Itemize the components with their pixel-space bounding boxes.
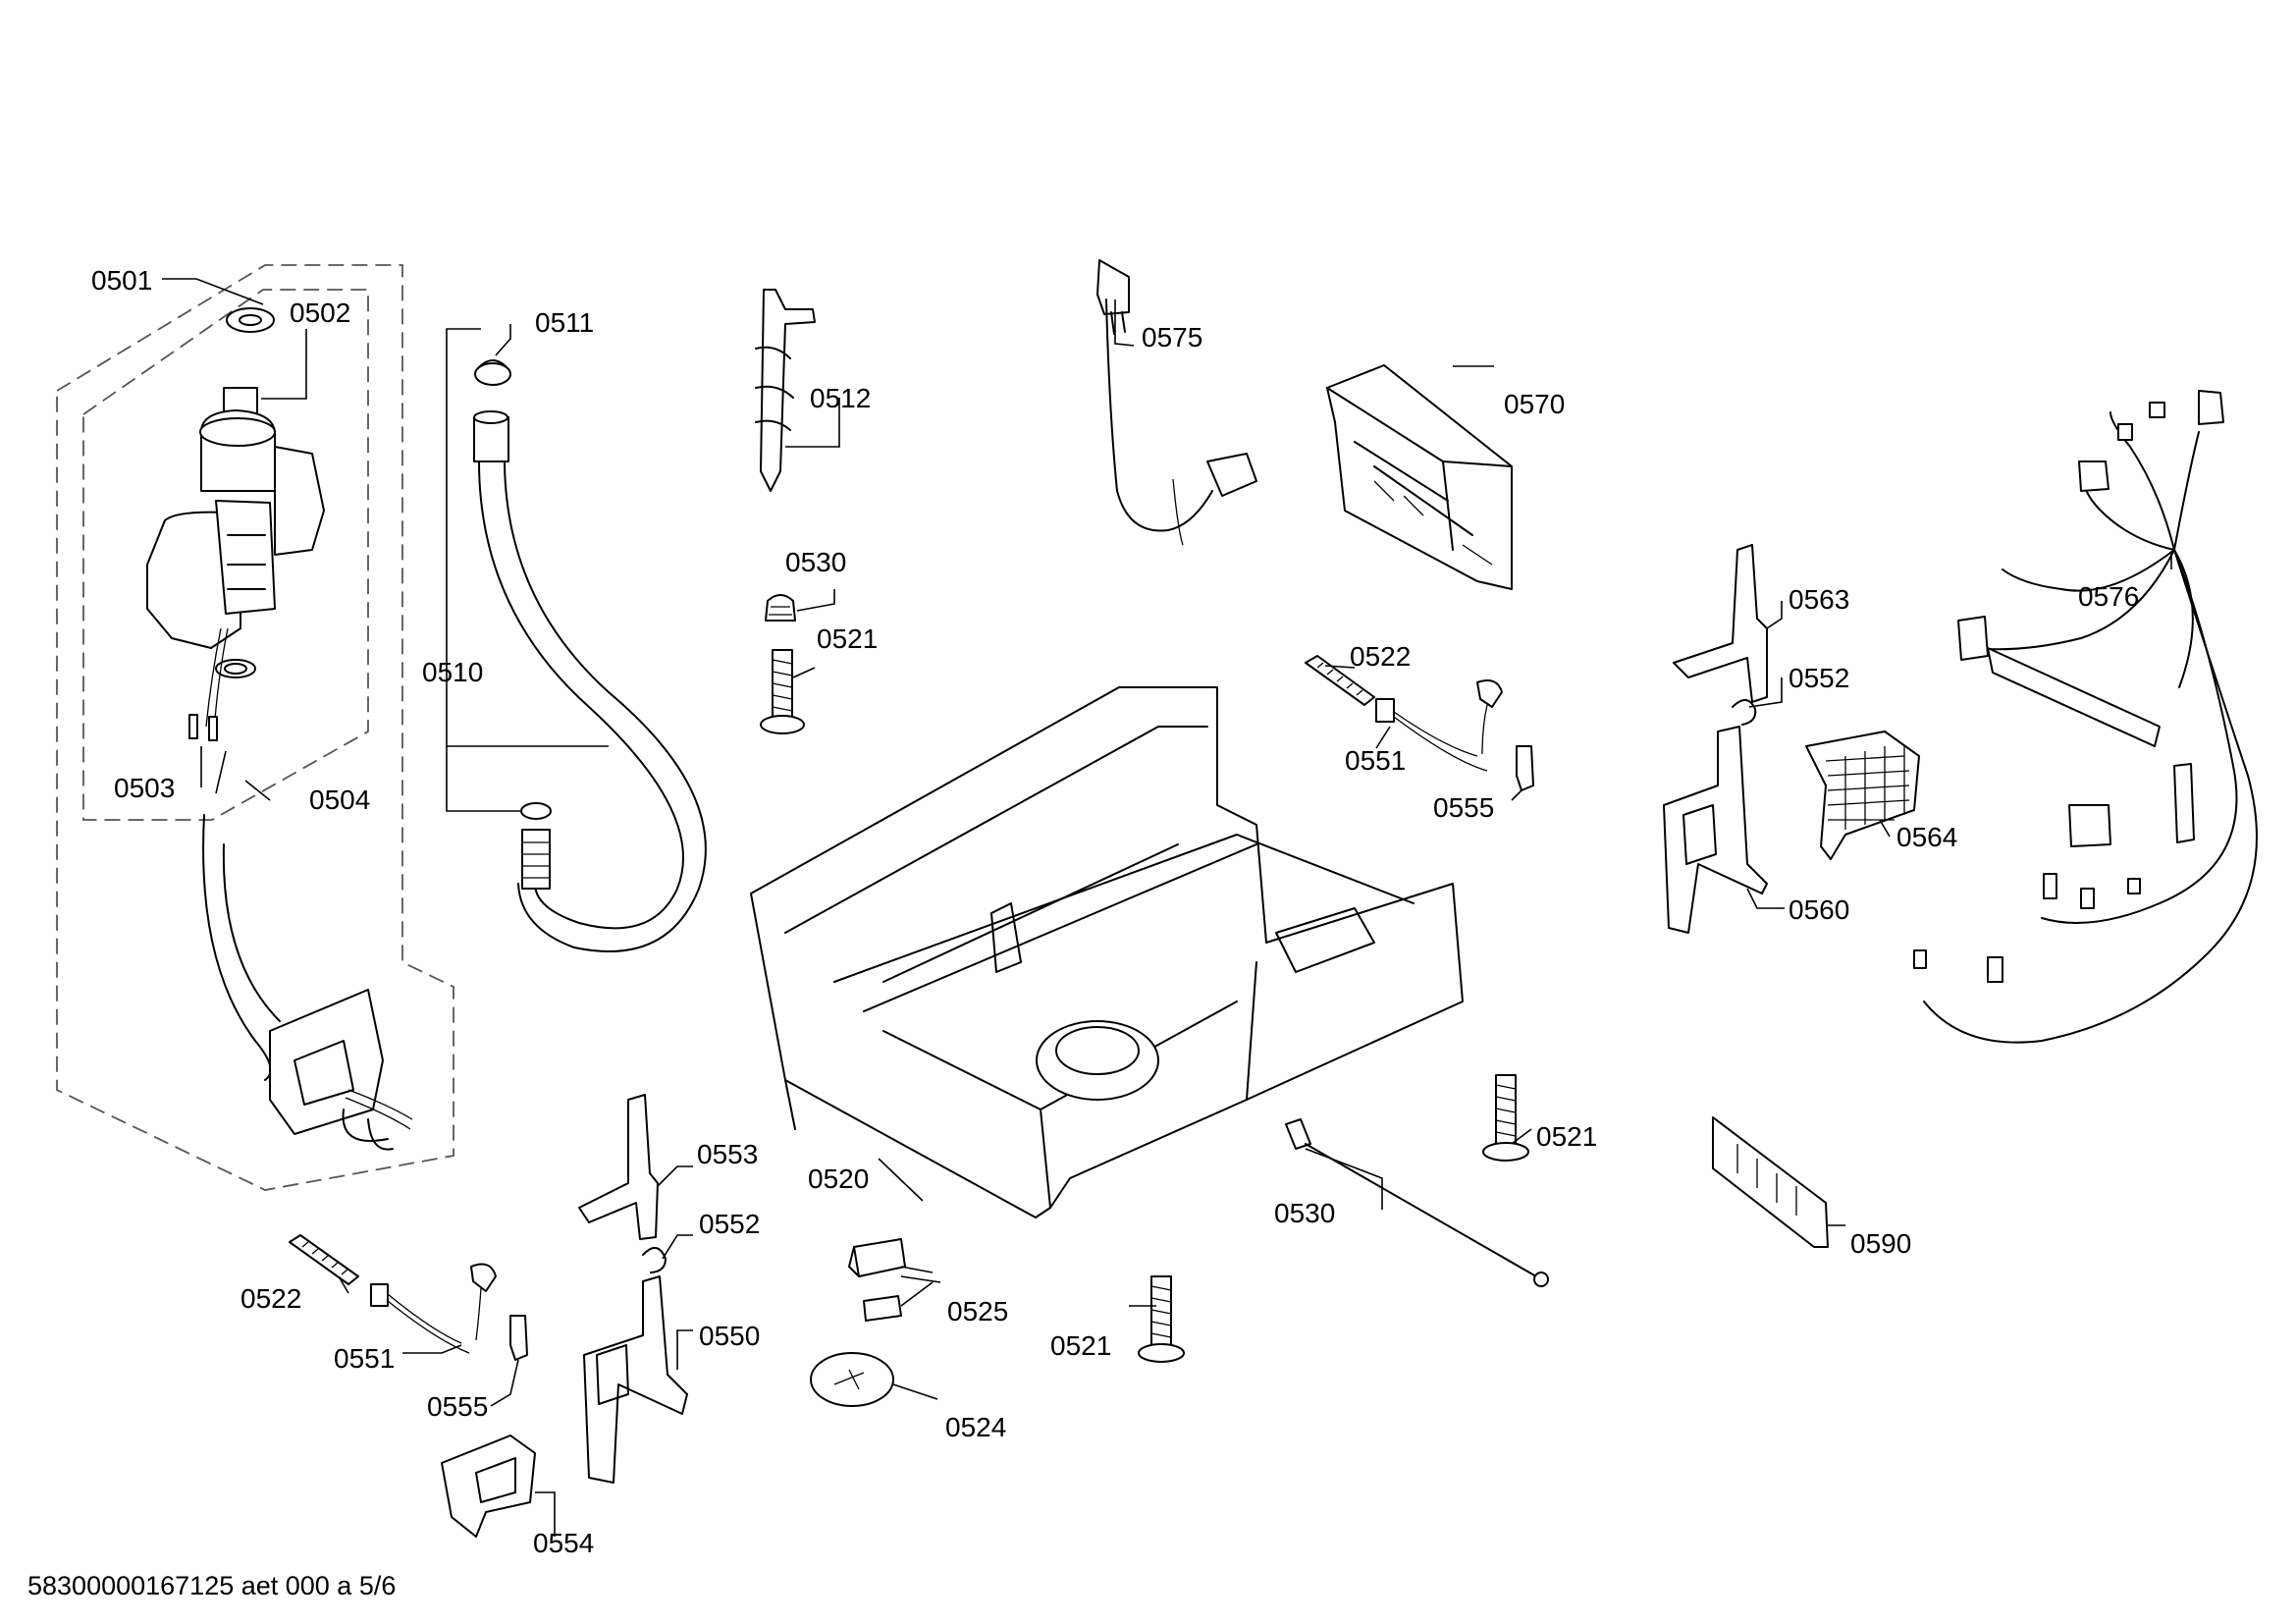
label-0576: 0576 xyxy=(2078,581,2139,612)
label-0504: 0504 xyxy=(309,785,370,815)
screw-0521-right xyxy=(1482,1074,1529,1162)
wiring-harness-0576 xyxy=(1913,390,2258,1044)
nut-0530 xyxy=(765,594,796,622)
hinge-plate-0550 xyxy=(583,1275,688,1484)
cover-0554 xyxy=(441,1435,536,1538)
label-0564: 0564 xyxy=(1896,822,1957,852)
label-0503: 0503 xyxy=(114,773,175,803)
label-0552-left: 0552 xyxy=(699,1209,760,1239)
label-0525: 0525 xyxy=(947,1296,1008,1326)
label-0555-right: 0555 xyxy=(1433,792,1494,823)
label-0502: 0502 xyxy=(290,298,350,328)
spring-clip-0552-right xyxy=(1732,699,1757,726)
drain-hose xyxy=(473,359,707,952)
label-0501: 0501 xyxy=(91,265,152,296)
document-reference: 58300000167125 aet 000 a 5/6 xyxy=(27,1571,396,1600)
sensor-0551-left xyxy=(370,1263,497,1354)
label-0521-lower: 0521 xyxy=(1050,1330,1111,1361)
clip-0555-left xyxy=(509,1315,528,1361)
spring-0522-left xyxy=(289,1234,359,1285)
disc-0524 xyxy=(810,1352,894,1407)
part-labels: 0501 0502 0503 0504 0510 0511 0512 0530 … xyxy=(91,265,2139,1558)
label-0511: 0511 xyxy=(535,307,594,338)
group-0501-outline xyxy=(56,264,454,1191)
screw-0521-upper xyxy=(760,649,805,734)
label-0575: 0575 xyxy=(1142,322,1202,352)
label-0551-left: 0551 xyxy=(334,1343,395,1374)
label-0553: 0553 xyxy=(697,1139,758,1169)
spring-0522-right xyxy=(1305,655,1375,706)
label-0530-lower: 0530 xyxy=(1274,1198,1335,1228)
bracket-0525 xyxy=(848,1238,906,1322)
hinge-bracket-0563 xyxy=(1673,544,1768,703)
label-0522-left: 0522 xyxy=(240,1283,301,1314)
group-0504-outline xyxy=(82,289,369,821)
label-0512: 0512 xyxy=(810,383,871,413)
control-module-0570 xyxy=(1326,364,1513,590)
label-0551-right: 0551 xyxy=(1345,745,1406,776)
clip-0555-right xyxy=(1516,745,1534,791)
label-0521-right: 0521 xyxy=(1536,1121,1597,1152)
label-0510: 0510 xyxy=(422,657,483,687)
hinge-bracket-0553 xyxy=(578,1094,659,1240)
label-0530-upper: 0530 xyxy=(785,547,846,577)
hinge-plate-0560 xyxy=(1663,726,1768,934)
label-0550: 0550 xyxy=(699,1321,760,1351)
label-0552-right: 0552 xyxy=(1789,663,1849,693)
label-0520: 0520 xyxy=(808,1164,869,1194)
leader-lines xyxy=(162,278,2172,1537)
label-0524: 0524 xyxy=(945,1412,1006,1442)
label-0560: 0560 xyxy=(1789,894,1849,925)
base-frame-0520 xyxy=(750,686,1464,1218)
label-0554: 0554 xyxy=(533,1528,594,1558)
label-0555-left: 0555 xyxy=(427,1391,488,1422)
sensor-0551-right xyxy=(1375,679,1503,772)
spring-clip-0552-left xyxy=(642,1247,667,1273)
cover-0564 xyxy=(1805,731,1920,860)
label-0590: 0590 xyxy=(1850,1228,1911,1259)
cable-0530 xyxy=(1285,1118,1549,1287)
water-valve-assembly xyxy=(146,307,413,1151)
panel-0590 xyxy=(1712,1116,1829,1248)
power-cord-0575 xyxy=(1096,259,1257,546)
label-0521-upper: 0521 xyxy=(817,623,878,654)
screw-0521-lower xyxy=(1138,1275,1185,1363)
label-0570: 0570 xyxy=(1504,389,1565,419)
guide-rail-0512 xyxy=(755,289,816,492)
label-0522-right: 0522 xyxy=(1350,641,1411,672)
label-0563: 0563 xyxy=(1789,584,1849,615)
